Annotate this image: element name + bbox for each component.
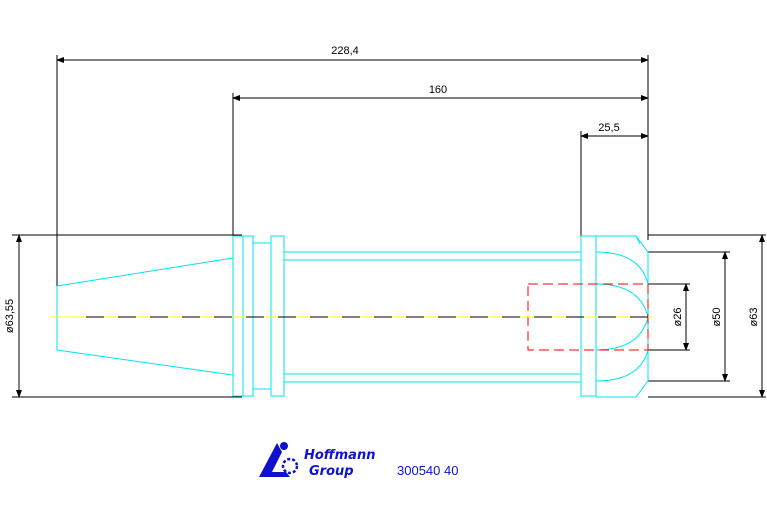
- dimension-collar-diameter: [648, 234, 766, 398]
- end-collar: [580, 235, 597, 397]
- logo-gear-icon: [281, 457, 299, 475]
- dimension-label-taper-to-end: 160: [429, 84, 447, 96]
- dimension-overall-length: [56, 55, 649, 318]
- logo-head-icon: [280, 442, 288, 450]
- dimension-label-collar-diameter: ø63: [748, 308, 760, 327]
- logo-text-line1: Hoffmann: [304, 448, 375, 463]
- dimension-taper-to-end: [232, 93, 649, 236]
- dimension-label-end-section: 25,5: [598, 122, 619, 134]
- logo-figure-icon: [259, 443, 290, 477]
- part-number: 300540 40: [397, 463, 458, 478]
- dimension-nose-diameter: [648, 251, 730, 382]
- hoffmann-group-logo: Hoffmann Group: [259, 442, 375, 479]
- dimension-bore-diameter: [648, 283, 690, 351]
- dimension-label-nose-diameter: ø50: [711, 308, 723, 327]
- dimension-taper-diameter: [12, 234, 242, 398]
- dimension-end-section: [580, 131, 649, 236]
- dimension-label-overall-length: 228,4: [331, 45, 359, 57]
- dimension-label-taper-diameter: ø63,55: [4, 299, 16, 333]
- dimension-label-bore-diameter: ø26: [672, 308, 684, 327]
- logo-text-line2: Group: [309, 464, 354, 479]
